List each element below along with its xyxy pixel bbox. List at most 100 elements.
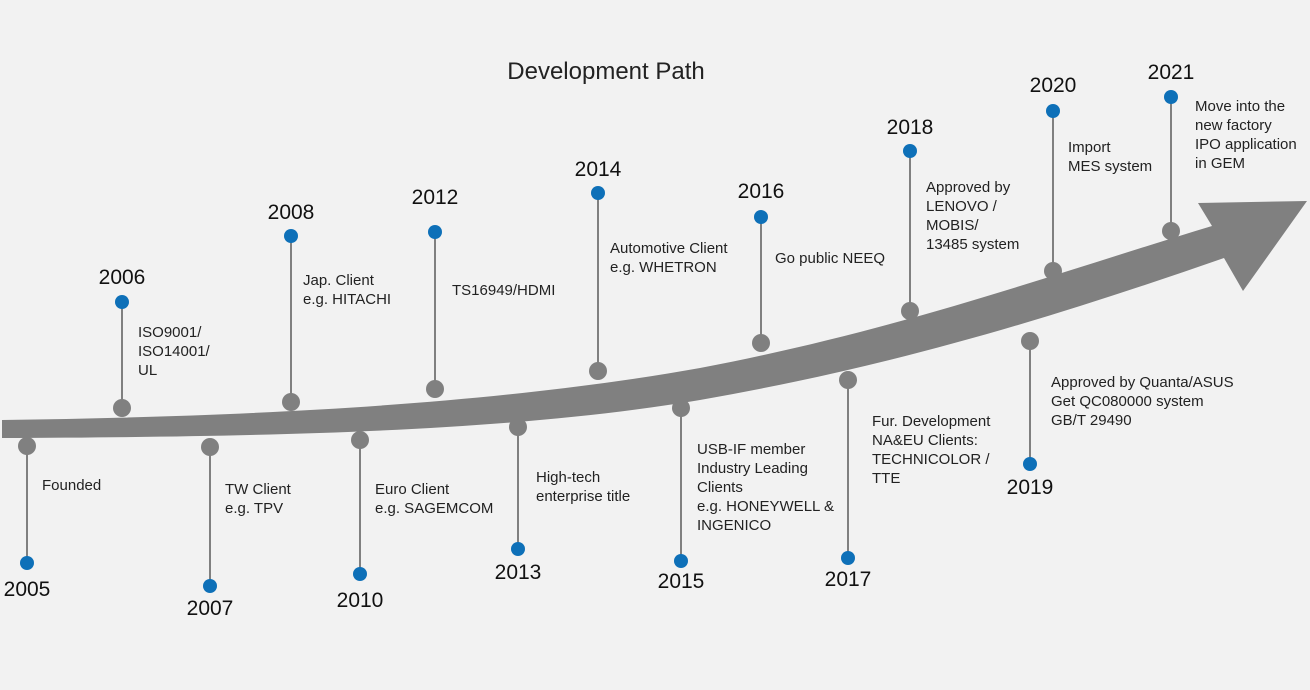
- milestone-description-line: UL: [138, 362, 158, 379]
- milestone-anchor-dot: [752, 334, 770, 352]
- milestone-description-line: Approved by Quanta/ASUS: [1051, 374, 1234, 391]
- milestone-description: TS16949/HDMI: [452, 281, 555, 300]
- milestone-description-line: TW Client: [225, 481, 291, 498]
- milestone-description-line: USB-IF member: [697, 441, 806, 458]
- milestone-year: 2017: [824, 568, 872, 591]
- milestone-description-line: Fur. Development: [872, 413, 991, 430]
- milestone-description: Founded: [42, 476, 101, 495]
- milestone-description-line: in GEM: [1195, 155, 1246, 172]
- milestone-description-line: GB/T 29490: [1051, 412, 1132, 429]
- milestone-year: 2006: [98, 266, 146, 289]
- milestone-description: Euro Client e.g. SAGEMCOM: [375, 480, 493, 518]
- milestone-description-line: MOBIS/: [926, 217, 979, 234]
- milestone-description-line: Founded: [42, 477, 102, 494]
- milestone-year: 2008: [267, 201, 315, 224]
- milestone-description-line: IPO application: [1195, 136, 1297, 153]
- milestone-description-line: 13485 system: [926, 236, 1020, 253]
- milestone-year: 2013: [494, 561, 542, 584]
- milestone-description: ISO9001/ISO14001/UL: [138, 323, 210, 380]
- milestone-year: 2015: [657, 570, 705, 593]
- milestone-marker-dot: [841, 551, 855, 565]
- milestone-description-line: e.g. WHETRON: [610, 259, 717, 276]
- milestone-description-line: High-tech: [536, 469, 601, 486]
- milestone-year: 2014: [574, 158, 622, 181]
- milestone-anchor-dot: [1044, 262, 1062, 280]
- milestone-marker-dot: [591, 186, 605, 200]
- milestone-year: 2020: [1029, 74, 1077, 97]
- milestone-description-line: Import: [1068, 139, 1111, 156]
- milestone-anchor-dot: [1021, 332, 1039, 350]
- milestone-description-line: TECHNICOLOR /: [872, 451, 990, 468]
- milestone-year: 2021: [1147, 61, 1195, 84]
- milestone-anchor-dot: [351, 431, 369, 449]
- milestone-anchor-dot: [509, 418, 527, 436]
- growth-arrow: [2, 201, 1307, 438]
- milestone-description-line: e.g. HONEYWELL &: [697, 498, 834, 515]
- milestone-marker-dot: [1046, 104, 1060, 118]
- milestone-description-line: e.g. TPV: [225, 500, 284, 517]
- milestone-description-line: TTE: [872, 470, 901, 487]
- milestone-anchor-dot: [672, 399, 690, 417]
- milestone-marker-dot: [284, 229, 298, 243]
- milestone-marker-dot: [1164, 90, 1178, 104]
- milestone-description: Automotive Client e.g. WHETRON: [610, 239, 728, 277]
- milestone-description-line: Approved by: [926, 179, 1011, 196]
- milestone-anchor-dot: [201, 438, 219, 456]
- milestone-anchor-dot: [901, 302, 919, 320]
- page-title: Development Path: [507, 58, 705, 85]
- milestone-marker-dot: [203, 579, 217, 593]
- milestone-anchor-dot: [426, 380, 444, 398]
- milestone-marker-dot: [1023, 457, 1037, 471]
- milestone-anchor-dot: [839, 371, 857, 389]
- milestone-anchor-dot: [1162, 222, 1180, 240]
- milestone-description-line: MES system: [1068, 158, 1153, 175]
- milestone-description: TW Client e.g. TPV: [225, 480, 291, 518]
- milestone-year: 2007: [186, 597, 234, 620]
- milestone-anchor-dot: [18, 437, 36, 455]
- milestone-description-line: ISO14001/: [138, 343, 210, 360]
- milestone-year: 2019: [1006, 476, 1054, 499]
- milestone-description-line: TS16949/HDMI: [452, 282, 556, 299]
- milestone-year: 2012: [411, 186, 459, 209]
- milestone-description-line: Clients: [697, 479, 743, 496]
- milestone-description-line: INGENICO: [697, 517, 772, 534]
- milestone-year: 2018: [886, 116, 934, 139]
- milestone-year: 2005: [3, 578, 51, 601]
- milestone-marker-dot: [20, 556, 34, 570]
- milestone-description-line: Go public NEEQ: [775, 250, 886, 267]
- milestone-description-line: new factory: [1195, 117, 1272, 134]
- milestone-description: Go public NEEQ: [775, 249, 885, 268]
- milestone-description-line: Get QC080000 system: [1051, 393, 1204, 410]
- milestone-description-line: Automotive Client: [610, 240, 728, 257]
- milestone-anchor-dot: [113, 399, 131, 417]
- milestone-description-line: Jap. Client: [303, 272, 374, 289]
- milestone-description: Jap. Client e.g. HITACHI: [303, 271, 391, 309]
- milestone-description-line: Industry Leading: [697, 460, 808, 477]
- milestone-description-line: e.g. HITACHI: [303, 291, 392, 308]
- milestone-marker-dot: [754, 210, 768, 224]
- milestone-marker-dot: [511, 542, 525, 556]
- milestone-anchor-dot: [589, 362, 607, 380]
- milestone-marker-dot: [903, 144, 917, 158]
- milestone-marker-dot: [115, 295, 129, 309]
- milestone-description: Approved by Quanta/ASUS Get QC080000 syst…: [1051, 373, 1234, 430]
- milestone-description: High-tech enterprise title: [536, 468, 630, 506]
- milestone-description: Approved by LENOVO / MOBIS/13485 system: [926, 178, 1019, 254]
- milestone-description-line: enterprise title: [536, 488, 631, 505]
- milestone-marker-dot: [674, 554, 688, 568]
- milestone-marker-dot: [428, 225, 442, 239]
- milestone-description-line: NA&EU Clients:: [872, 432, 978, 449]
- milestone-description-line: Euro Client: [375, 481, 450, 498]
- milestone-marker-dot: [353, 567, 367, 581]
- milestone-year: 2016: [737, 180, 785, 203]
- milestone-description-line: LENOVO /: [926, 198, 997, 215]
- milestone-year: 2010: [336, 589, 384, 612]
- milestone-anchor-dot: [282, 393, 300, 411]
- milestone-description-line: Move into the: [1195, 98, 1286, 115]
- milestone-description-line: e.g. SAGEMCOM: [375, 500, 494, 517]
